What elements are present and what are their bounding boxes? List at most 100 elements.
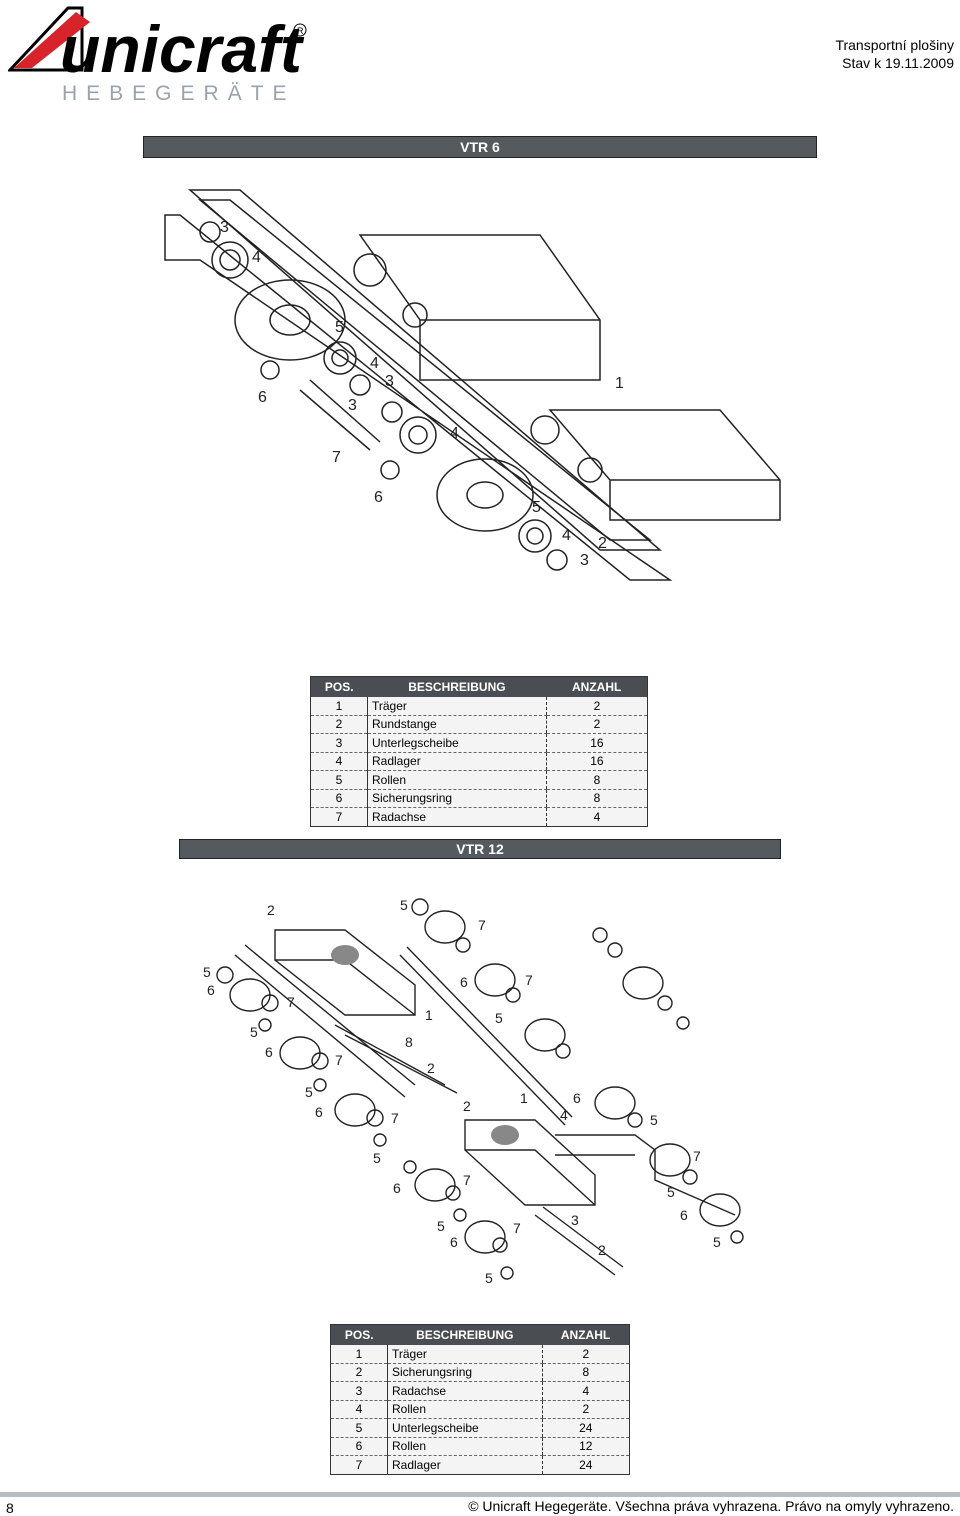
copyright-notice: © Unicraft Hegegeräte. Všechna práva vyh…: [468, 1498, 954, 1514]
callout: 4: [560, 1107, 568, 1123]
callout: 7: [287, 994, 295, 1010]
document-title: Transportní plošiny: [835, 37, 954, 53]
qty-cell: 2: [545, 715, 648, 734]
qty-cell: 12: [541, 1437, 630, 1456]
desc-cell: Träger: [367, 697, 547, 716]
callout: 5: [305, 1084, 313, 1100]
svg-text:R: R: [297, 26, 304, 36]
callout: 5: [250, 1024, 258, 1040]
pos-cell: 5: [330, 1418, 388, 1438]
desc-cell: Sicherungsring: [367, 789, 547, 808]
callout: 6: [680, 1207, 688, 1223]
callout: 7: [391, 1110, 399, 1126]
logo-subtitle: HEBEGERÄTE: [62, 82, 296, 105]
callout: 3: [348, 397, 357, 414]
callout: 5: [667, 1184, 675, 1200]
desc-cell: Sicherungsring: [387, 1363, 543, 1382]
section-title-vtr12: VTR 12: [179, 839, 781, 859]
pos-cell: 6: [310, 789, 368, 808]
table-header-row: POS. BESCHREIBUNG ANZAHL: [330, 1324, 630, 1345]
callout: 8: [405, 1034, 413, 1050]
qty-cell: 2: [545, 697, 648, 716]
callout: 1: [425, 1007, 433, 1023]
qty-cell: 24: [541, 1418, 630, 1438]
pos-cell: 7: [330, 1455, 388, 1475]
callout: 3: [385, 373, 394, 390]
col-description: BESCHREIBUNG: [387, 1324, 543, 1345]
callout: 6: [207, 982, 215, 998]
pos-cell: 5: [310, 770, 368, 790]
callout: 7: [463, 1172, 471, 1188]
callout: 6: [258, 389, 267, 406]
desc-cell: Rollen: [387, 1437, 543, 1456]
qty-cell: 16: [545, 752, 648, 771]
qty-cell: 4: [545, 807, 648, 827]
document-date: Stav k 19.11.2009: [842, 55, 954, 71]
desc-cell: Radlager: [367, 752, 547, 771]
qty-cell: 2: [541, 1345, 630, 1364]
col-pos: POS.: [310, 676, 368, 697]
callout: 5: [437, 1218, 445, 1234]
callout: 5: [532, 499, 541, 516]
col-quantity: ANZAHL: [542, 1324, 630, 1345]
callout: 5: [650, 1112, 658, 1128]
callout: 3: [220, 219, 229, 236]
pos-cell: 4: [330, 1400, 388, 1419]
pos-cell: 1: [310, 697, 368, 716]
qty-cell: 4: [541, 1381, 630, 1401]
desc-cell: Rollen: [387, 1400, 543, 1419]
exploded-drawing-vtr6: 3 4 5 4 3 3 4 6 7 6 1 5 4 3 2: [164, 189, 781, 581]
table-header-row: POS. BESCHREIBUNG ANZAHL: [310, 676, 648, 697]
callout: 6: [265, 1044, 273, 1060]
col-quantity: ANZAHL: [546, 676, 648, 697]
desc-cell: Radachse: [367, 807, 547, 827]
desc-cell: Unterlegscheibe: [387, 1418, 543, 1438]
pos-cell: 1: [330, 1345, 388, 1364]
qty-cell: 16: [545, 733, 648, 753]
callout: 5: [373, 1150, 381, 1166]
section-title-vtr6: VTR 6: [143, 136, 817, 158]
page-number: 8: [6, 1500, 14, 1516]
callout: 2: [267, 902, 275, 918]
callout: 6: [374, 489, 383, 506]
callout: 4: [562, 527, 571, 544]
pos-cell: 3: [330, 1381, 388, 1401]
pos-cell: 2: [330, 1363, 388, 1382]
callout: 4: [450, 425, 459, 442]
callout: 7: [332, 449, 341, 466]
logo-graphic: unicraft R: [6, 6, 307, 86]
qty-cell: 2: [541, 1400, 630, 1419]
unicraft-logo: unicraft R: [6, 2, 308, 107]
pos-cell: 2: [310, 715, 368, 734]
desc-cell: Radlager: [387, 1455, 543, 1475]
desc-cell: Träger: [387, 1345, 543, 1364]
callout: 7: [478, 917, 486, 933]
callout: 7: [513, 1220, 521, 1236]
desc-cell: Radachse: [387, 1381, 543, 1401]
footer-divider: [0, 1492, 960, 1497]
callout: 4: [252, 249, 261, 266]
exploded-drawing-vtr12: 2 5 6 7 5 6 7 5 6 7 5 7 6 7 5 1 8 2 4 1 …: [203, 897, 744, 1286]
header-right: Transportní plošiny Stav k 19.11.2009: [835, 36, 954, 72]
callout: 3: [580, 552, 589, 569]
callout: 1: [615, 375, 624, 392]
callout: 6: [393, 1180, 401, 1196]
callout: 6: [315, 1104, 323, 1120]
callout: 7: [335, 1052, 343, 1068]
callout: 6: [460, 974, 468, 990]
callout: 3: [571, 1212, 579, 1228]
col-description: BESCHREIBUNG: [367, 676, 547, 697]
